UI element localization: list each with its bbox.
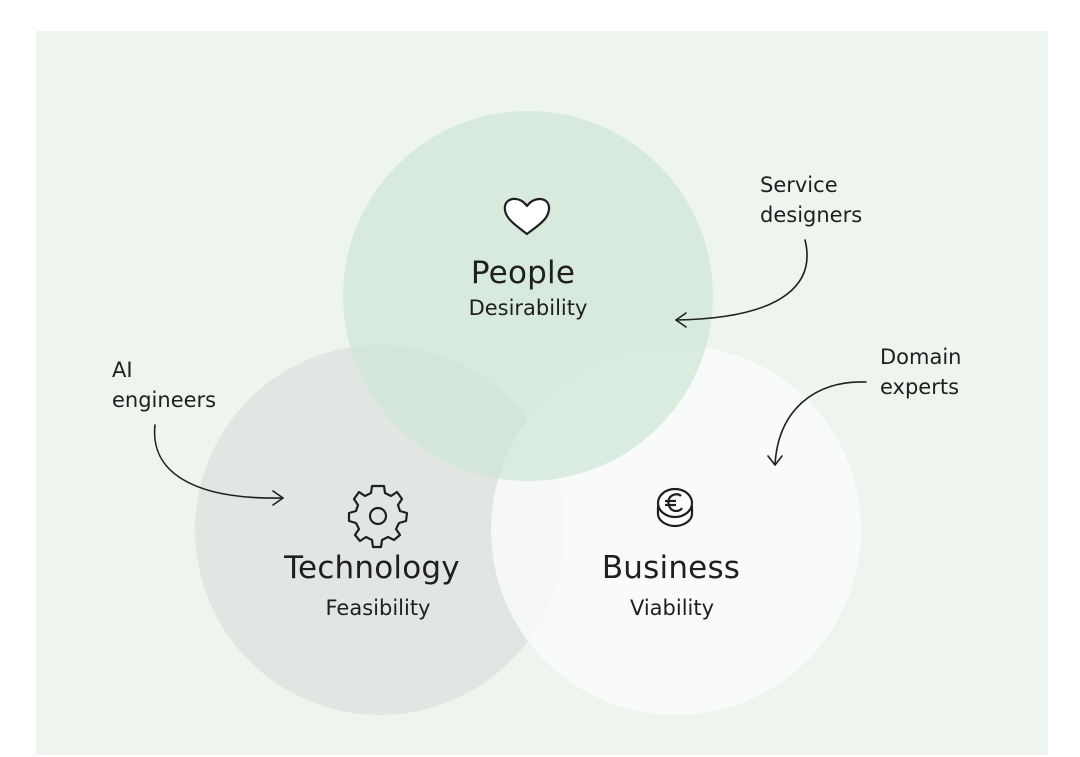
service-designers-label: Service designers (760, 170, 862, 230)
service-designers-arrowhead (675, 312, 687, 328)
euro-coin-icon (656, 487, 694, 528)
technology-title: Technology (284, 550, 460, 586)
technology-subtitle: Feasibility (325, 596, 431, 620)
gear-icon (347, 484, 409, 549)
domain-experts-label: Domain experts (880, 342, 962, 402)
domain-experts-line1: Domain (880, 345, 962, 369)
service-designers-arrow (675, 239, 808, 321)
business-title: Business (601, 550, 741, 586)
domain-experts-arrow (774, 381, 867, 466)
ai-engineers-line2: engineers (112, 388, 217, 412)
ai-engineers-label: AI engineers (112, 355, 216, 415)
people-subtitle: Desirability (468, 296, 588, 320)
service-designers-line1: Service (760, 173, 838, 197)
ai-engineers-arrowhead (272, 490, 284, 506)
service-designers-line2: designers (760, 203, 863, 227)
ai-engineers-arrow (153, 424, 284, 499)
domain-experts-arrowhead (767, 455, 783, 466)
business-subtitle: Viability (629, 596, 715, 620)
heart-icon (503, 197, 551, 236)
ai-engineers-line1: AI (112, 358, 133, 382)
domain-experts-line2: experts (880, 375, 960, 399)
people-circle (343, 111, 713, 481)
people-title: People (470, 255, 576, 291)
